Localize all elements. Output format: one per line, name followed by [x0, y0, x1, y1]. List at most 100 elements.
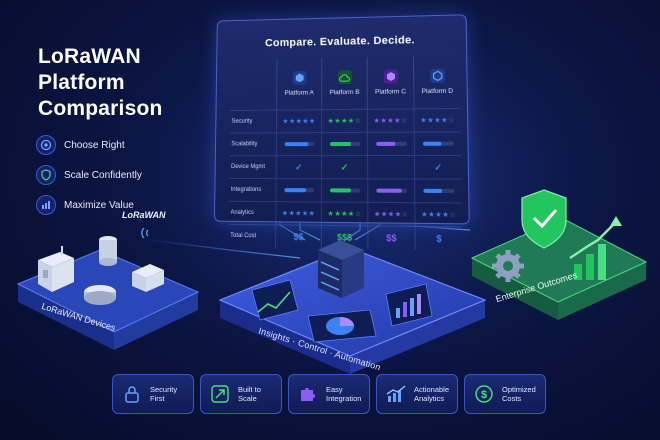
- star-rating: ★★★★☆: [421, 211, 457, 220]
- table-cell: ★★★★★: [275, 110, 322, 133]
- star-rating: ★★★★☆: [327, 117, 362, 126]
- feature-card: Easy Integration: [288, 374, 370, 414]
- benefits-list: Choose Right Scale Confidently Maximize …: [36, 130, 142, 220]
- table-cell: ★★★★☆: [366, 109, 414, 132]
- round-sensor-icon: [84, 285, 116, 305]
- cloud-icon: [337, 70, 352, 85]
- row-label: Device Mgmt: [231, 164, 266, 171]
- platform-column-b: Platform B: [321, 57, 367, 110]
- feature-cards: Security First Built to Scale Easy Integ…: [112, 374, 570, 416]
- rating-bar: [284, 142, 314, 147]
- table-row: Scalability: [229, 131, 462, 156]
- feature-card: Actionable Analytics: [376, 374, 458, 414]
- platform-name: Platform D: [421, 87, 454, 96]
- table-row: Security ★★★★★ ★★★★☆ ★★★★☆ ★★★★☆: [229, 107, 462, 133]
- table-cell: [321, 132, 368, 156]
- feature-label: Built to Scale: [238, 384, 261, 404]
- pie-chart-screen-icon: [307, 309, 377, 343]
- dollar-icon: $: [471, 381, 497, 407]
- platform-name: Platform C: [375, 88, 407, 96]
- shield-check-icon: [521, 189, 567, 249]
- bar-chart-screen-icon: [385, 283, 433, 327]
- star-rating: ★★★★☆: [373, 117, 408, 125]
- feature-label: Easy Integration: [326, 384, 362, 404]
- feature-label: Optimized Costs: [502, 384, 536, 404]
- star-rating: ★★★★☆: [327, 210, 362, 219]
- rating-bar: [375, 188, 407, 193]
- table-cell: ★★★★☆: [413, 108, 462, 132]
- center-platform: [218, 240, 487, 374]
- feature-label: Security First: [150, 384, 178, 404]
- table-cell: [367, 179, 415, 203]
- hexagon-icon: [429, 68, 445, 84]
- gear-icon: [492, 250, 524, 282]
- star-rating: ★★★★☆: [373, 211, 409, 219]
- table-cell: [413, 132, 462, 155]
- table-cell: ★★★★☆: [321, 109, 368, 133]
- row-label: Security: [231, 118, 253, 125]
- table-cell: [367, 132, 414, 156]
- rating-bar: [283, 188, 314, 193]
- check-icon: ✓: [295, 161, 303, 172]
- target-icon: [36, 135, 56, 155]
- trend-chart-icon: [383, 381, 409, 407]
- rating-bar: [329, 188, 360, 193]
- star-rating: ★★★★★: [281, 210, 316, 218]
- platform-column-d: Platform D: [413, 55, 461, 109]
- rating-bar: [422, 188, 455, 194]
- page-title: LoRaWAN Platform Comparison: [38, 45, 163, 120]
- table-cell: ★★★★☆: [414, 203, 463, 227]
- table-cell: [320, 179, 368, 202]
- check-icon: ✓: [434, 161, 443, 172]
- gateway-device-icon: [99, 236, 117, 266]
- shield-check-icon: [36, 165, 56, 185]
- feature-card: $ Optimized Costs: [464, 374, 546, 414]
- platform-column-a: Platform A: [276, 57, 322, 110]
- star-rating: ★★★★☆: [420, 117, 456, 125]
- bar-chart-icon: [36, 195, 56, 215]
- feature-card: Built to Scale: [200, 374, 282, 414]
- table-cell: ✓: [275, 156, 322, 179]
- table-cell: [275, 133, 322, 156]
- signal-waves-icon: [141, 227, 149, 239]
- platform-name: Platform A: [284, 89, 314, 97]
- benefit-label: Choose Right: [64, 139, 125, 151]
- table-row: Integrations: [228, 177, 463, 203]
- devices-platform: [16, 236, 200, 350]
- table-cell: ★★★★★: [275, 202, 321, 225]
- row-label: Scalability: [231, 141, 258, 148]
- check-icon: ✓: [340, 161, 349, 172]
- comparison-table: Platform A Platform B Platform C: [228, 55, 463, 251]
- rating-bar: [375, 141, 407, 146]
- benefit-item: Maximize Value: [36, 190, 142, 220]
- table-cell: [275, 179, 322, 202]
- table-cell: [414, 179, 463, 203]
- benefit-item: Scale Confidently: [36, 160, 142, 190]
- comparison-panel: Compare. Evaluate. Decide. Platform A Pl…: [213, 14, 470, 251]
- feature-card: Security First: [112, 374, 194, 414]
- server-icon: [318, 240, 364, 298]
- benefit-label: Maximize Value: [64, 199, 134, 211]
- hexagon-icon: [383, 69, 398, 84]
- line-chart-screen-icon: [251, 279, 299, 321]
- table-cell: ✓: [413, 155, 462, 179]
- row-label: Analytics: [230, 209, 254, 217]
- table-row: Analytics ★★★★★ ★★★★☆ ★★★★☆ ★★★★☆: [228, 200, 463, 227]
- panel-title: Compare. Evaluate. Decide.: [264, 34, 415, 50]
- table-cell: [367, 156, 415, 179]
- platform-name: Platform B: [329, 88, 360, 97]
- arrow-up-right-icon: [207, 381, 233, 407]
- platform-column-c: Platform C: [366, 56, 414, 109]
- puzzle-icon: [295, 381, 321, 407]
- hub-device-icon: [132, 264, 164, 292]
- hexagon-icon: [292, 70, 307, 85]
- lock-icon: [119, 381, 145, 407]
- outcomes-platform: [470, 189, 648, 320]
- lorawan-tag: LoRaWAN: [122, 210, 166, 220]
- table-header: Platform A Platform B Platform C: [230, 55, 461, 110]
- rating-bar: [422, 141, 454, 146]
- row-label: Integrations: [230, 186, 262, 194]
- table-cell: ★★★★☆: [320, 202, 368, 226]
- svg-text:$: $: [481, 389, 487, 401]
